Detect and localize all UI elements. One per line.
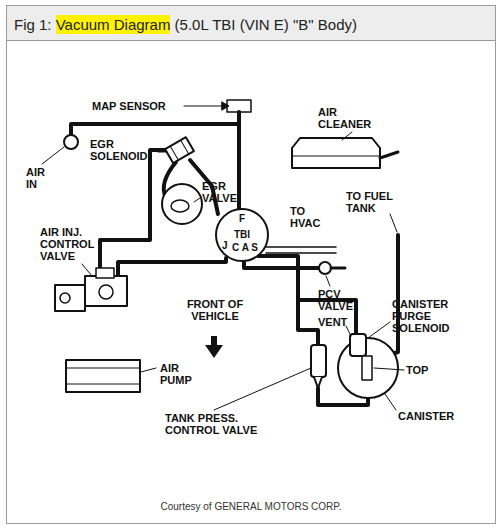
vent-label: VENT [318,316,352,328]
air-cleaner-label: AIR CLEANER [318,106,380,130]
purge-solenoid-label: CANISTER PURGE SOLENOID [392,298,474,334]
tbi-port-label: F [239,213,245,224]
top-label: TOP [406,364,436,376]
air-pump-label: AIR PUMP [160,362,204,386]
tbi-unit: F TBI J C A S [214,207,270,263]
front-note: FRONT OF VEHICLE [178,298,252,322]
tbi-port-label: J [222,240,228,251]
pcv-valve-label: PCV VALVE [318,288,358,312]
egr-valve-label: EGR VALVE [202,180,250,204]
air-in-label: AIR IN [26,166,56,190]
map-sensor-label: MAP SENSOR [92,100,184,112]
caption: Courtesy of GENERAL MOTORS CORP. [0,501,502,512]
tbi-port-label: TBI [234,229,250,240]
canister-label: CANISTER [398,410,468,422]
tank-press-valve-label: TANK PRESS. CONTROL VALVE [165,412,275,436]
hvac-label: TO HVAC [290,205,330,229]
air-inj-valve-label: AIR INJ. CONTROL VALVE [40,226,118,262]
tbi-port-label: C A S [232,242,258,253]
egr-solenoid-label: EGR SOLENOID [90,138,156,162]
fuel-tank-label: TO FUEL TANK [346,190,406,214]
figure-title: Fig 1: Vacuum Diagram (5.0L TBI (VIN E) … [14,15,357,34]
